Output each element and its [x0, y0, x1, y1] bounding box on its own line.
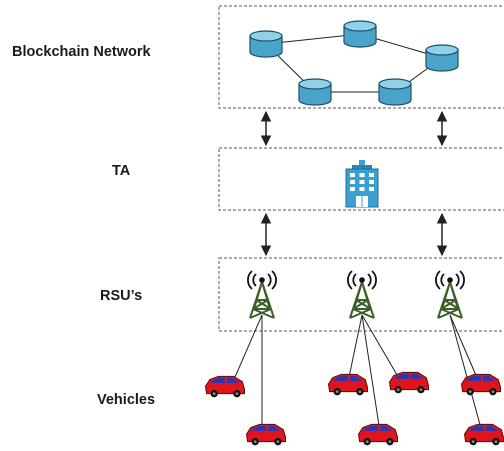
blockchain-node-2-icon	[343, 20, 377, 48]
blockchain-node-5-icon	[298, 78, 332, 106]
rsu-tower-2-icon	[346, 270, 378, 319]
blockchain-node-4-icon	[378, 78, 412, 106]
ta-box	[218, 147, 504, 211]
vehicle-3-icon	[327, 373, 369, 396]
ta-building-icon	[345, 160, 379, 208]
vehicle-1-icon	[204, 375, 246, 398]
rsu-vehicle-links	[231, 314, 483, 433]
vehicle-2-icon	[245, 423, 287, 446]
rsu-label: RSU’s	[100, 288, 143, 304]
vehicle-6-icon	[460, 373, 502, 396]
blockchain-node-3-icon	[425, 44, 459, 72]
rsu-tower-1-icon	[246, 270, 278, 319]
blockchain-network-box	[218, 5, 504, 109]
vehicle-7-icon	[463, 423, 504, 446]
blockchain-node-1-icon	[249, 30, 283, 58]
rsu-tower-3-icon	[434, 270, 466, 319]
rsu-box	[218, 257, 504, 332]
ta-label: TA	[112, 163, 131, 179]
vehicles-label: Vehicles	[97, 392, 156, 408]
vehicle-4-icon	[388, 371, 430, 394]
blockchain-network-label: Blockchain Network	[12, 44, 151, 60]
vehicle-5-icon	[357, 423, 399, 446]
